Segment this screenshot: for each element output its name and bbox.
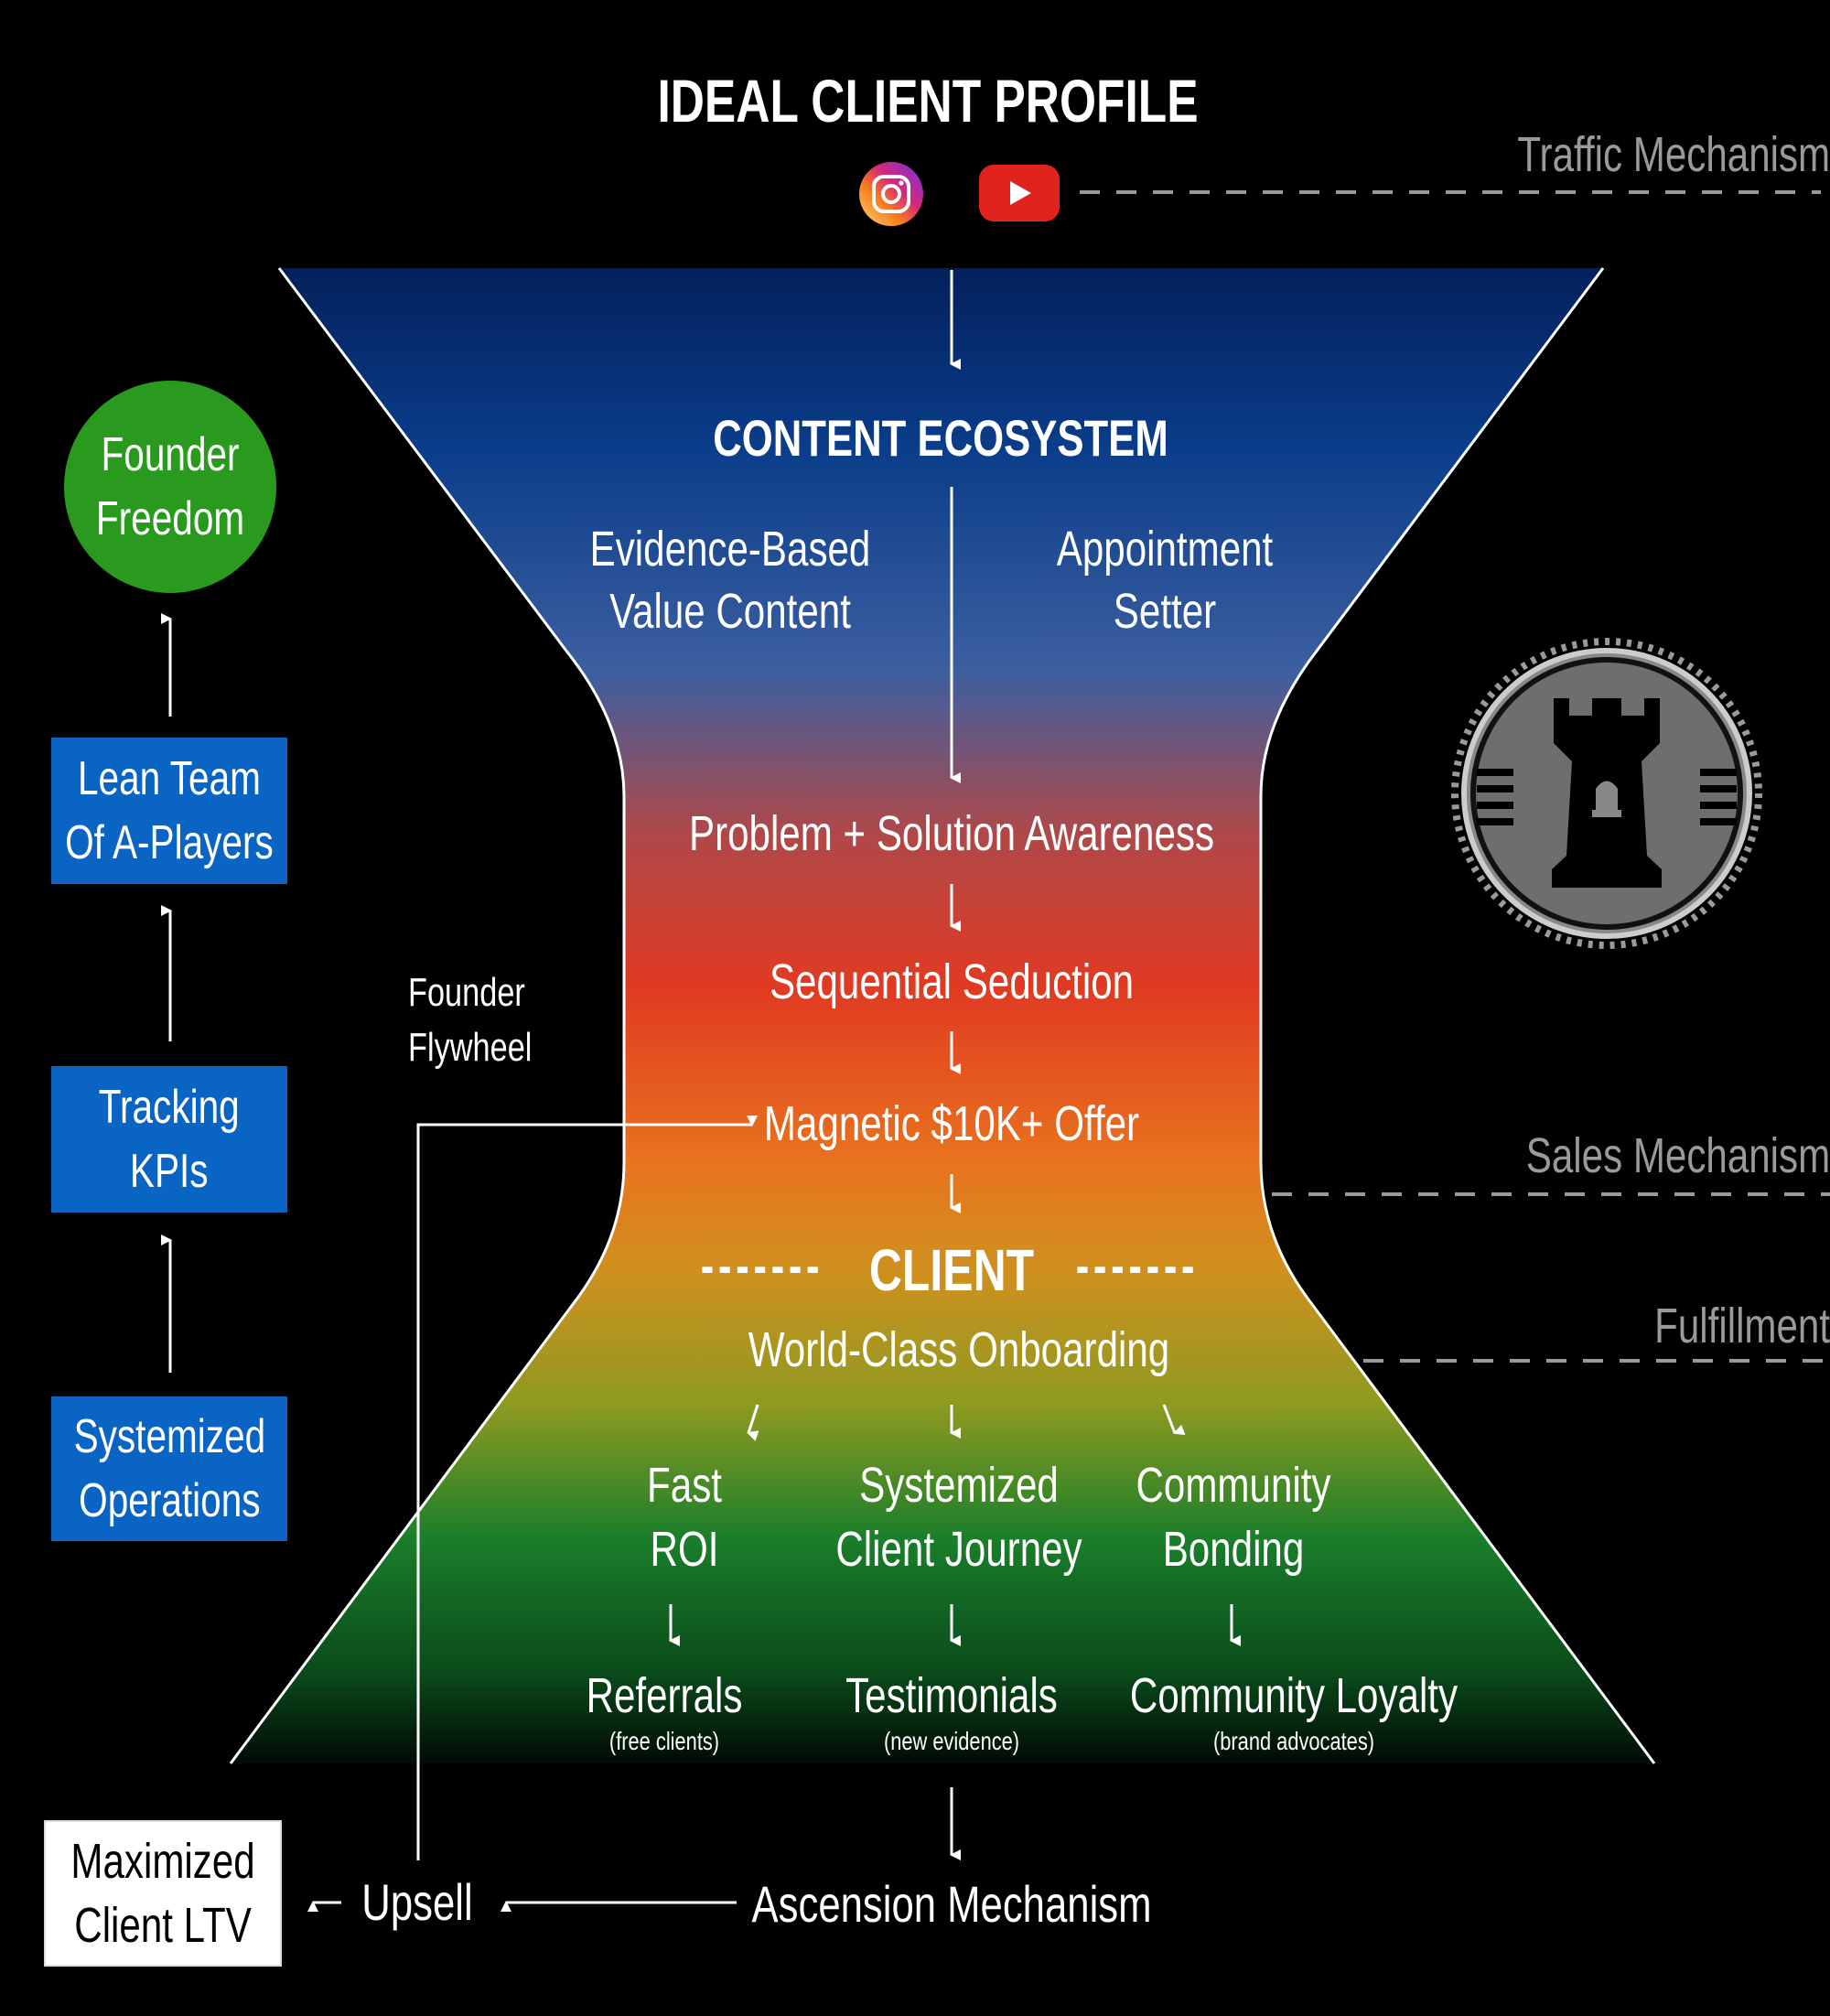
client-dashes-right: ------- [1075, 1236, 1200, 1294]
arrow-onboarding-to-community [1162, 1404, 1186, 1435]
funnel-right-edge [1259, 267, 1656, 1764]
appointment-setter-label: Appointment Setter [1056, 522, 1274, 639]
flywheel-loop-arrow [416, 1116, 758, 1860]
founder-freedom-circle: Founder Freedom [64, 381, 276, 593]
funnel-left-edge [229, 267, 626, 1764]
awareness-stage: Problem + Solution Awareness [688, 806, 1215, 861]
client-dashes-left: ------- [700, 1236, 824, 1294]
castle-tower-icon [1451, 638, 1762, 949]
sales-mechanism-label: Sales Mechanism [1525, 1128, 1830, 1183]
offer-stage: Magnetic $10K+ Offer [763, 1096, 1140, 1151]
funnel-body [231, 268, 1654, 1763]
page-title: IDEAL CLIENT PROFILE [657, 67, 1199, 135]
traffic-mechanism-label: Traffic Mechanism [1517, 127, 1830, 182]
result-testimonials: Testimonials [845, 1668, 1058, 1723]
result-referrals: Referrals [586, 1668, 743, 1723]
onboarding-stage: World-Class Onboarding [748, 1322, 1170, 1377]
result-community-loyalty: Community Loyalty [1129, 1668, 1459, 1723]
instagram-icon [859, 162, 923, 226]
evidence-content-label: Evidence-Based Value Content [589, 522, 871, 639]
tracking-kpis-box: Tracking KPIs [51, 1066, 287, 1213]
systemized-operations-box: Systemized Operations [51, 1396, 287, 1541]
tracking-kpis-label: Tracking KPIs [98, 1081, 241, 1198]
content-ecosystem-heading: CONTENT ECOSYSTEM [713, 409, 1168, 467]
maximized-ltv-box: Maximized Client LTV [44, 1820, 282, 1967]
upsell-label: Upsell [361, 1873, 473, 1931]
arrow-onboarding-to-fast-roi [747, 1404, 759, 1441]
branch-client-journey: Systemized Client Journey [835, 1458, 1082, 1577]
client-heading: CLIENT [868, 1237, 1035, 1303]
maximized-ltv-label: Maximized Client LTV [70, 1834, 255, 1953]
founder-flywheel-label: Founder Flywheel [408, 970, 533, 1070]
result-community-loyalty-note: (brand advocates) [1212, 1727, 1375, 1755]
fulfillment-label: Fulfillment [1654, 1299, 1830, 1353]
result-testimonials-note: (new evidence) [883, 1727, 1020, 1755]
lean-team-box: Lean Team Of A-Players [51, 738, 287, 884]
seduction-stage: Sequential Seduction [769, 954, 1135, 1009]
youtube-icon [979, 165, 1060, 221]
systemized-operations-label: Systemized Operations [73, 1410, 265, 1527]
ascension-mechanism: Ascension Mechanism [751, 1875, 1152, 1933]
founder-freedom-label: Founder Freedom [95, 428, 245, 545]
branch-community-bonding: Community Bonding [1136, 1458, 1331, 1577]
lean-team-label: Lean Team Of A-Players [65, 752, 274, 869]
result-referrals-note: (free clients) [608, 1727, 720, 1755]
branch-fast-roi: Fast ROI [647, 1458, 722, 1577]
